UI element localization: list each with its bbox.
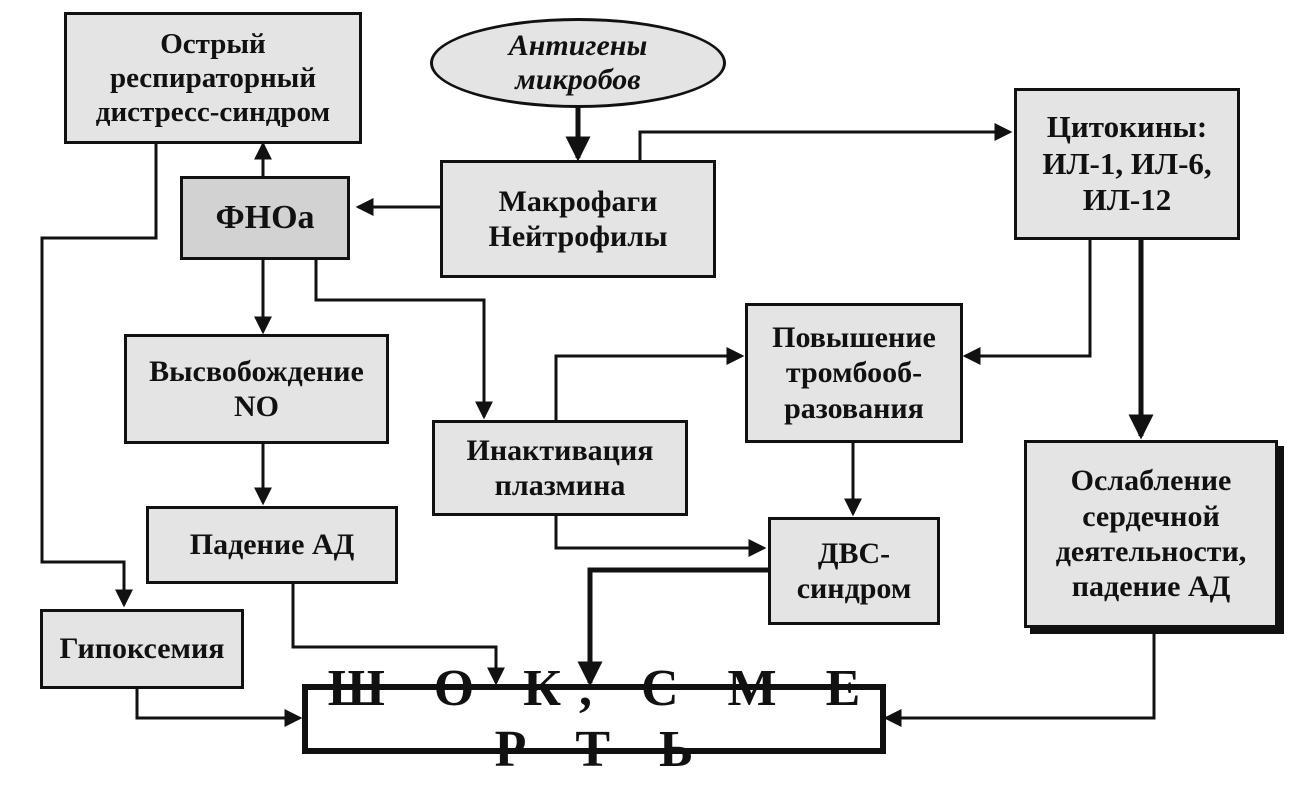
bp-drop-node: Падение АД bbox=[146, 506, 398, 584]
edge-fnoa-plasmin bbox=[314, 260, 493, 420]
plasmin-node: Инактивация плазмина bbox=[432, 420, 688, 516]
heart-weakening-node: Ослабление сердечной деятельности, паден… bbox=[1024, 440, 1278, 628]
edge-heart-shock bbox=[883, 632, 1156, 727]
macrophages-node: Макрофаги Нейтрофилы bbox=[440, 160, 716, 278]
edge-macrophages-cytokines bbox=[638, 123, 1013, 160]
edge-cytokines-thrombosis bbox=[962, 240, 1092, 365]
hypoxemia-node: Гипоксемия bbox=[40, 609, 244, 689]
edge-plasmin-dic bbox=[554, 515, 767, 557]
edge-bp-drop-shock bbox=[291, 583, 505, 686]
edge-hypoxemia-shock bbox=[135, 688, 303, 727]
shock-death-node: Ш О К, С М Е Р Т Ь bbox=[302, 660, 886, 778]
edge-ards-hypoxemia bbox=[40, 144, 158, 608]
ards-node: Острый респираторный дистресс-синдром bbox=[64, 12, 362, 144]
thrombosis-node: Повышение тромбооб- разования bbox=[745, 303, 963, 443]
dic-node: ДВС- синдром bbox=[768, 517, 940, 625]
edge-plasmin-thrombosis bbox=[554, 347, 745, 420]
no-release-node: Высвобождение NO bbox=[124, 334, 389, 444]
antigens-node: Антигены микробов bbox=[430, 18, 726, 108]
fnoa-node: ФНОа bbox=[180, 176, 350, 260]
cytokines-node: Цитокины: ИЛ-1, ИЛ-6, ИЛ-12 bbox=[1014, 88, 1240, 240]
edge-dic-shock bbox=[577, 567, 768, 687]
